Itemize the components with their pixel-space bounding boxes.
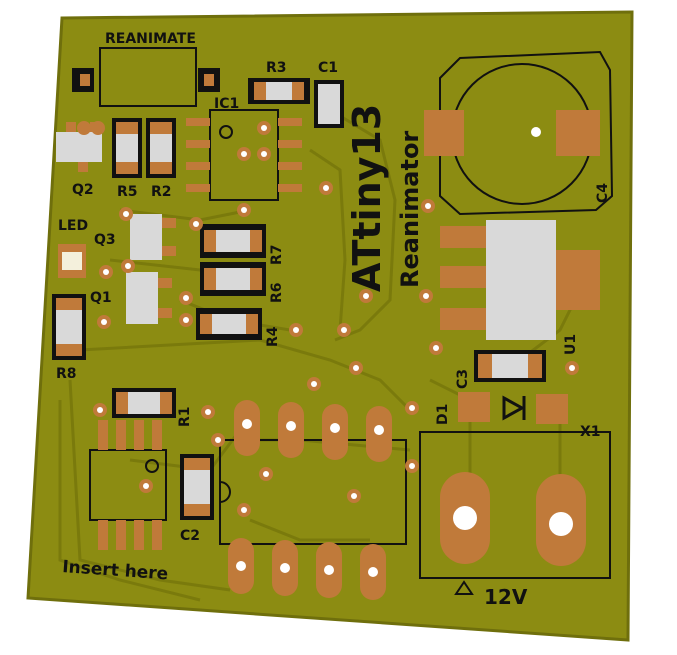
label-12v: 12V [484, 585, 528, 609]
label-r5: R5 [117, 184, 138, 200]
label-c2: C2 [180, 528, 200, 544]
diode-d1 [458, 392, 568, 424]
capacitor-c1 [314, 80, 344, 128]
resistor-r2 [146, 118, 176, 178]
resistor-r6 [200, 262, 266, 296]
power-polarity-marker [454, 580, 474, 595]
transistor-q1 [126, 272, 172, 324]
label-q3: Q3 [94, 232, 116, 248]
ic1-chip [186, 109, 302, 201]
capacitor-c2 [180, 454, 214, 520]
label-reanimate: REANIMATE [105, 31, 196, 47]
led-component [58, 244, 86, 278]
resistor-r7 [200, 224, 266, 258]
label-title-attiny13: ATtiny13 [345, 104, 389, 292]
label-r8: R8 [56, 366, 77, 382]
battery-holder-c4 [424, 50, 614, 216]
power-jack-x1 [419, 431, 611, 579]
label-x1: X1 [580, 424, 601, 440]
label-led: LED [58, 218, 88, 234]
label-c1: C1 [318, 60, 338, 76]
label-d1: D1 [435, 404, 451, 425]
resistor-r8 [52, 294, 86, 360]
dip-socket [219, 400, 407, 600]
resistor-r1 [112, 388, 176, 418]
resistor-r4 [196, 308, 262, 340]
label-r6: R6 [269, 282, 285, 303]
label-q1: Q1 [90, 290, 112, 306]
label-r1: R1 [177, 406, 193, 427]
resistor-r5 [112, 118, 142, 178]
label-q2: Q2 [72, 182, 94, 198]
label-r4: R4 [265, 326, 281, 347]
label-title-reanimator: Reanimator [396, 131, 424, 288]
label-r2: R2 [151, 184, 172, 200]
resistor-r3 [248, 78, 310, 104]
label-c4: C4 [595, 183, 611, 203]
regulator-u1 [440, 220, 600, 340]
label-ic1: IC1 [214, 96, 239, 112]
transistor-q3 [130, 214, 176, 260]
programming-header [89, 420, 167, 550]
reanimate-switch [72, 47, 220, 107]
label-r3: R3 [266, 60, 287, 76]
label-c3: C3 [455, 369, 471, 389]
capacitor-c3 [474, 350, 546, 382]
label-r7: R7 [269, 244, 285, 265]
via-holes [97, 125, 575, 513]
label-u1: U1 [563, 334, 579, 355]
